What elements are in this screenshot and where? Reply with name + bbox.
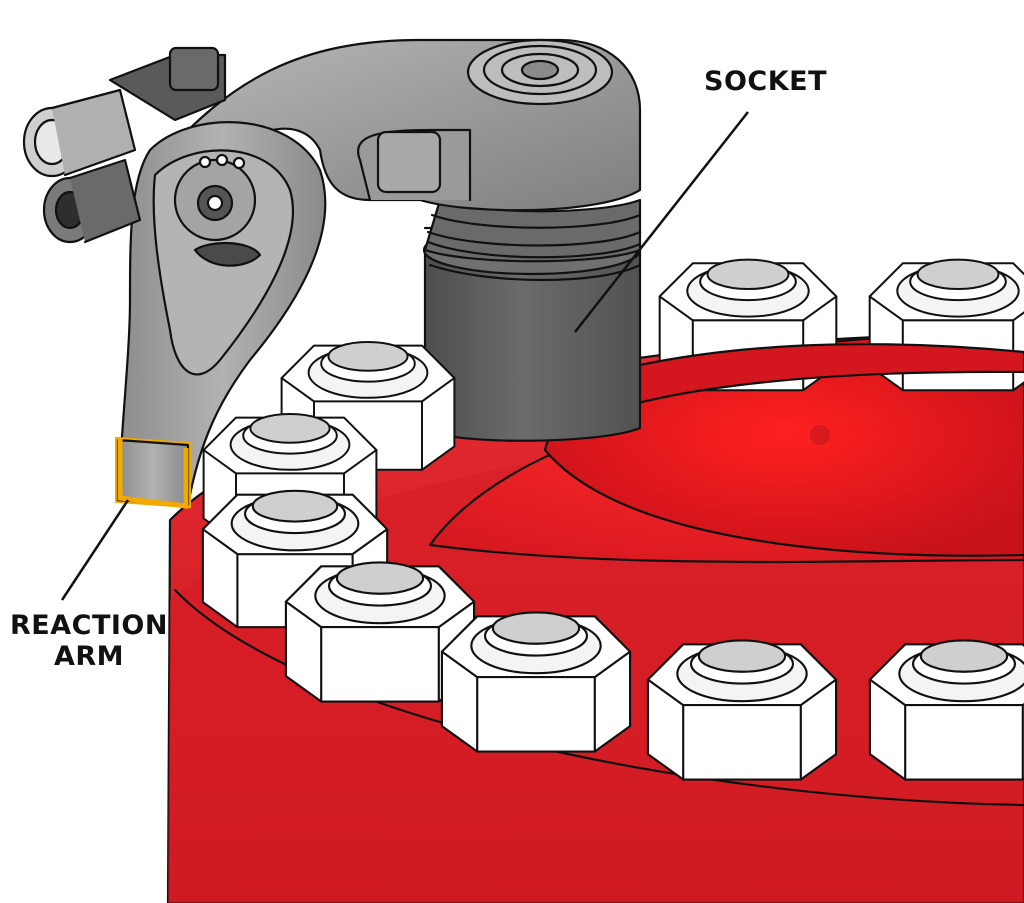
reaction-arm-label-line2: ARM (53, 641, 125, 672)
nut-front-3 (646, 639, 838, 781)
hydraulic-couplers (22, 46, 227, 244)
wrench-body (158, 38, 642, 212)
reaction-arm (115, 121, 327, 509)
socket (422, 198, 642, 442)
reaction-arm-label: REACTION ARM (10, 610, 168, 672)
socket-label: SOCKET (704, 66, 827, 97)
socket-leader-line (574, 111, 749, 333)
nut-front-4 (868, 639, 1024, 781)
reaction-arm-leader-line (60, 499, 130, 601)
reaction-arm-label-line1: REACTION (10, 610, 168, 641)
nut-front-2 (440, 611, 632, 753)
